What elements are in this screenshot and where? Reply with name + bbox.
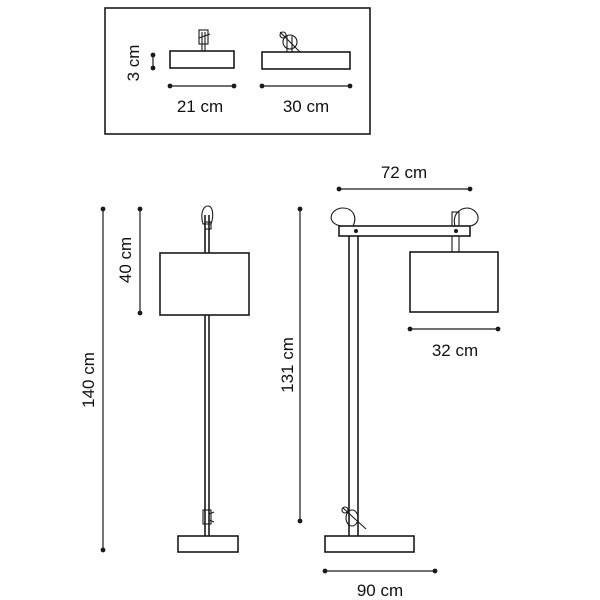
small-base-drawing [169, 29, 235, 69]
large-base-width-label: 30 cm [283, 97, 329, 116]
front-shade [159, 252, 250, 316]
inset-frame [104, 7, 371, 135]
small-base-width-label: 21 cm [177, 97, 223, 116]
front-view-lamp [159, 205, 250, 553]
side-base [324, 535, 415, 553]
side-view-lamp [324, 207, 499, 553]
inset-height-label: 3 cm [124, 45, 143, 82]
arm-width-label: 72 cm [381, 163, 427, 182]
large-base-drawing [261, 31, 351, 70]
total-height-label: 140 cm [79, 352, 98, 408]
shade-height-label: 40 cm [116, 237, 135, 283]
side-height-label: 131 cm [278, 337, 297, 393]
base-options-inset: 3 cm 21 cm 30 cm [104, 7, 371, 135]
base-width-label: 90 cm [357, 581, 403, 600]
front-base [177, 535, 239, 553]
shade-width-label: 32 cm [432, 341, 478, 360]
side-arm [338, 225, 471, 237]
side-shade [409, 251, 499, 313]
